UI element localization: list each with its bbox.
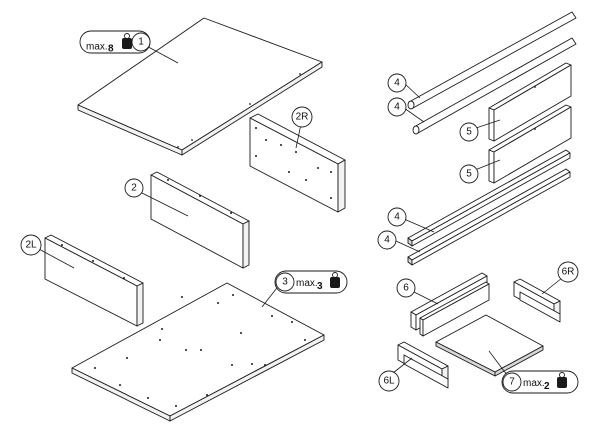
load-label-part-7: 7 max. 2	[501, 370, 579, 394]
part-2L-left-side-panel	[36, 234, 144, 327]
svg-text:2L: 2L	[25, 240, 37, 251]
svg-text:2: 2	[544, 381, 550, 392]
svg-text:4: 4	[394, 102, 400, 113]
svg-text:1: 1	[138, 37, 144, 48]
part-7-drawer-bottom	[435, 314, 544, 380]
part-5-panel-a	[469, 62, 572, 142]
part-6L-drawer-side	[392, 341, 449, 389]
callout-part-4-a: 4	[387, 73, 407, 93]
svg-text:6: 6	[403, 283, 409, 294]
svg-text:3: 3	[317, 281, 323, 292]
callout-part-2: 2	[124, 178, 144, 198]
load-label-part-3: 3 max. 3	[274, 270, 348, 294]
part-4-rail-lower-a	[403, 149, 571, 247]
callout-part-6L: 6L	[378, 370, 400, 392]
part-4-rail-upper-a	[403, 11, 577, 110]
svg-text:4: 4	[394, 212, 400, 223]
part-6R-drawer-side	[513, 277, 563, 323]
load-label-part-1: max. 8 1	[79, 30, 151, 55]
part-2R-right-side-panel	[249, 113, 346, 213]
callout-part-2R: 2R	[291, 106, 313, 128]
svg-text:2: 2	[131, 183, 137, 194]
part-2-middle-panel	[137, 171, 250, 269]
svg-text:2R: 2R	[296, 112, 309, 123]
part-3-bottom-panel	[71, 282, 325, 422]
svg-text:3: 3	[282, 277, 288, 288]
svg-text:6R: 6R	[562, 267, 575, 278]
svg-text:4: 4	[384, 235, 390, 246]
svg-text:6L: 6L	[383, 376, 395, 387]
svg-text:7: 7	[509, 377, 515, 388]
part-4-rail-upper-b	[403, 37, 577, 135]
weight-icon	[122, 33, 132, 49]
part-6-drawer-front	[410, 272, 490, 337]
svg-text:8: 8	[108, 44, 114, 55]
callout-part-4-b: 4	[387, 97, 407, 117]
svg-text:5: 5	[466, 169, 472, 180]
callout-part-5-a: 5	[459, 122, 479, 142]
weight-icon	[557, 372, 567, 388]
callout-part-4-d: 4	[377, 230, 397, 250]
part-4-rail-lower-b	[395, 168, 571, 266]
svg-text:max.: max.	[86, 42, 108, 53]
weight-icon	[330, 272, 340, 288]
callout-part-6R: 6R	[557, 261, 579, 283]
callout-part-5-b: 5	[459, 164, 479, 184]
part-1-top-panel	[77, 17, 323, 156]
callout-part-2L: 2L	[20, 234, 42, 256]
svg-text:max.: max.	[523, 378, 545, 389]
part-5-panel-b	[469, 104, 572, 184]
svg-text:5: 5	[466, 127, 472, 138]
callout-part-6: 6	[396, 278, 416, 298]
svg-text:4: 4	[394, 78, 400, 89]
callout-part-4-c: 4	[387, 207, 407, 227]
svg-text:max.: max.	[296, 278, 318, 289]
